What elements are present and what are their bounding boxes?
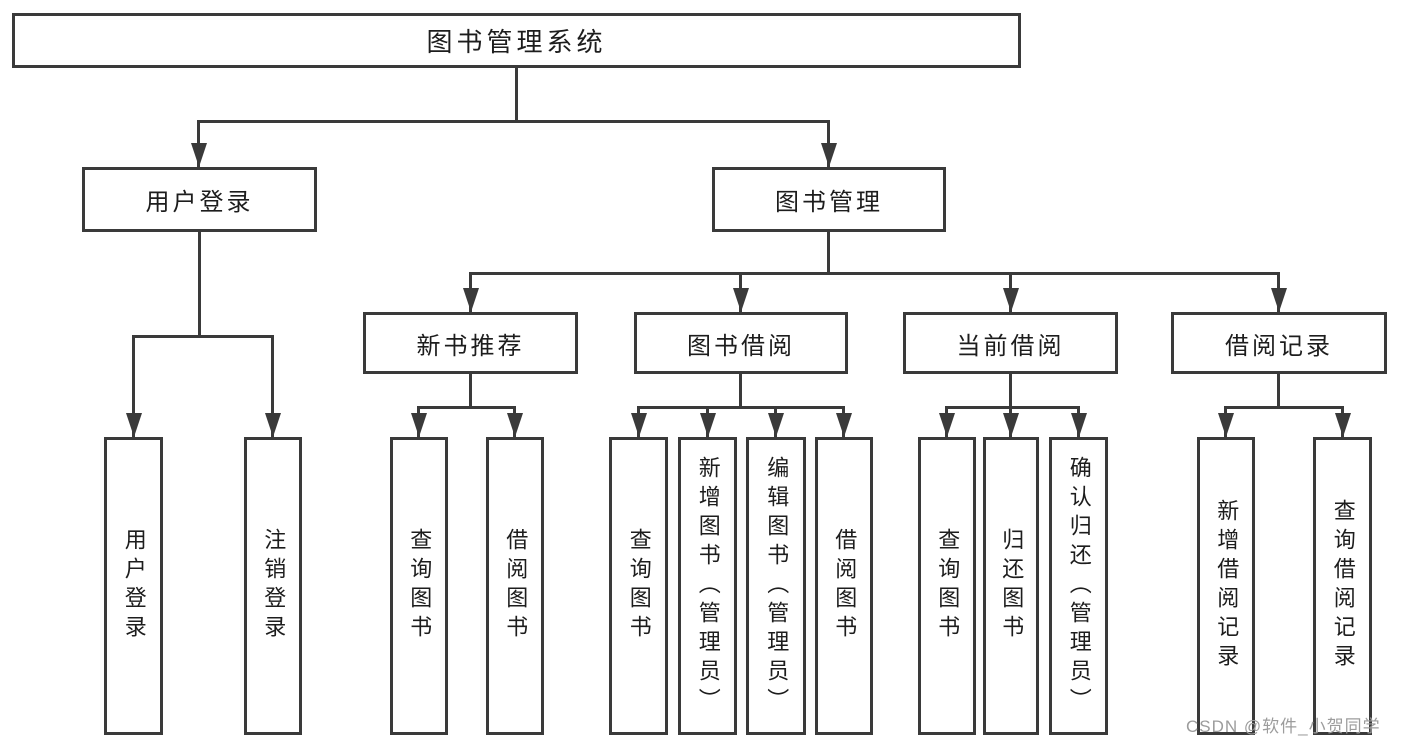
connector-book-management-stub (827, 232, 830, 272)
arrow-to-book-management (820, 120, 837, 167)
node-label: 新书推荐 (416, 332, 525, 360)
node-label: 新增图书（管理员） (695, 455, 721, 717)
connector-root-stub (515, 68, 518, 120)
node-label: 用户登录 (145, 189, 254, 216)
node-bb-borrow-books: 借阅图书 (815, 437, 873, 735)
node-label: 确认归还（管理员） (1066, 455, 1092, 717)
arrow-to-borrowing-records (1270, 272, 1287, 312)
node-nbr-borrow-books: 借阅图书 (486, 437, 544, 735)
arrow-to-br-query-record (1334, 406, 1351, 437)
node-bb-add-books-admin: 新增图书（管理员） (678, 437, 737, 735)
node-user-login: 用户登录 (104, 437, 163, 735)
node-cb-return-books: 归还图书 (983, 437, 1039, 735)
arrow-to-leaf-logout (264, 335, 281, 437)
node-borrowing-records: 借阅记录 (1171, 312, 1387, 374)
arrow-to-br-add-record (1217, 406, 1234, 437)
arrow-to-cb-query-books (938, 406, 955, 437)
node-label: 当前借阅 (956, 332, 1065, 360)
node-label: 图书管理系统 (426, 27, 607, 57)
connector-new-book-hline (417, 406, 515, 409)
node-label: 查询图书 (935, 528, 961, 644)
node-label: 新增借阅记录 (1214, 499, 1240, 673)
node-label: 图书借阅 (687, 332, 795, 360)
node-label: 借阅记录 (1225, 332, 1333, 360)
node-label: 借阅图书 (832, 528, 858, 644)
node-label: 查询图书 (407, 528, 433, 644)
connector-book-management-hline (469, 272, 1279, 275)
arrow-to-current-borrowing (1002, 272, 1019, 312)
connector-current-borrowing-stub (1009, 374, 1012, 406)
node-new-book-recommendation: 新书推荐 (363, 312, 578, 374)
arrow-to-cb-confirm-return (1070, 406, 1087, 437)
node-br-query-record: 查询借阅记录 (1313, 437, 1372, 735)
node-bb-edit-books-admin: 编辑图书（管理员） (746, 437, 806, 735)
node-user-login-group: 用户登录 (82, 167, 317, 232)
connector-borrowing-records-stub (1277, 374, 1280, 406)
arrow-to-book-borrowing (732, 272, 749, 312)
arrow-to-nbr-query-books (410, 406, 427, 437)
node-label: 编辑图书（管理员） (764, 455, 790, 717)
node-book-management: 图书管理 (712, 167, 946, 232)
node-label: 用户登录 (121, 528, 147, 644)
node-cb-confirm-return-admin: 确认归还（管理员） (1049, 437, 1108, 735)
node-label: 归还图书 (999, 528, 1025, 644)
node-logout: 注销登录 (244, 437, 302, 735)
node-nbr-query-books: 查询图书 (390, 437, 448, 735)
arrow-to-cb-return-books (1002, 406, 1019, 437)
node-label: 借阅图书 (503, 528, 529, 644)
node-label: 图书管理 (775, 189, 883, 216)
csdn-watermark: CSDN @软件_小贺同学 (1186, 717, 1381, 736)
node-current-borrowing: 当前借阅 (903, 312, 1118, 374)
arrow-to-leaf-user-login (125, 335, 142, 437)
connector-book-borrowing-hline (637, 406, 844, 409)
node-label: 查询借阅记录 (1330, 499, 1356, 673)
node-label: 注销登录 (261, 528, 287, 644)
connector-level1-hline (197, 120, 830, 123)
connector-user-login-hline (132, 335, 273, 338)
node-label: 查询图书 (626, 528, 652, 644)
connector-user-login-stub (198, 232, 201, 335)
connector-book-borrowing-stub (739, 374, 742, 406)
node-library-management-system: 图书管理系统 (12, 13, 1021, 68)
arrow-to-bb-add-books (699, 406, 716, 437)
node-br-add-record: 新增借阅记录 (1197, 437, 1255, 735)
connector-borrowing-records-hline (1224, 406, 1342, 409)
node-book-borrowing: 图书借阅 (634, 312, 848, 374)
arrow-to-nbr-borrow-books (506, 406, 523, 437)
arrow-to-bb-query-books (630, 406, 647, 437)
node-bb-query-books: 查询图书 (609, 437, 668, 735)
node-cb-query-books: 查询图书 (918, 437, 976, 735)
arrow-to-bb-edit-books (767, 406, 784, 437)
connector-new-book-stub (469, 374, 472, 406)
arrow-to-new-book-recommendation (462, 272, 479, 312)
arrow-to-bb-borrow-books (835, 406, 852, 437)
arrow-to-user-login-group (190, 120, 207, 167)
